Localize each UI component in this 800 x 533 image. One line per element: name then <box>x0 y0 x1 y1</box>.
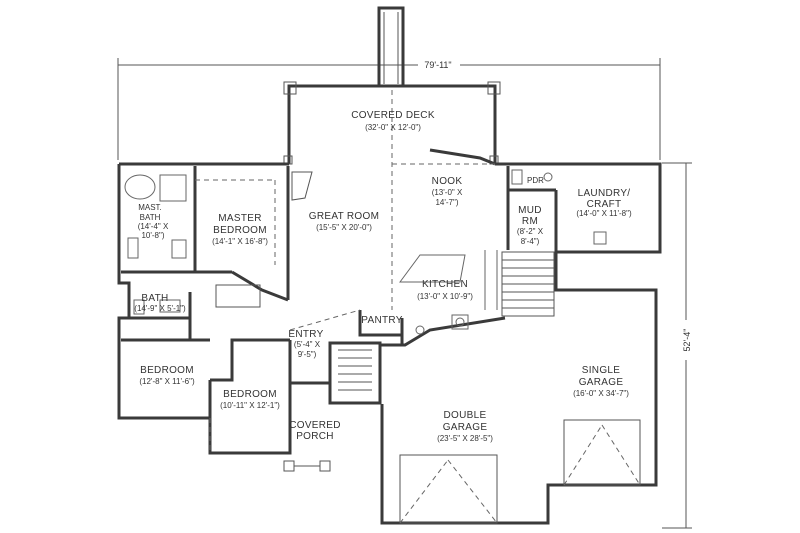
chimney <box>377 6 405 88</box>
entry-stairs <box>338 349 372 391</box>
interior-walls <box>121 148 558 418</box>
room-single-garage: SINGLE GARAGE (16'-0" X 34'-7") <box>573 365 629 398</box>
room-bedroom-1: BEDROOM (12'-8" X 11'-6") <box>139 365 195 386</box>
single-garage-name-2: GARAGE <box>579 377 624 388</box>
master-bedroom-size: (14'-1" X 16'-8") <box>212 237 268 246</box>
room-covered-porch: COVERED PORCH <box>289 420 341 442</box>
room-nook: NOOK (13'-0" X 14'-7") <box>432 176 463 207</box>
pdr-name: PDR <box>527 176 544 185</box>
garage-doors <box>399 419 641 524</box>
porch-posts <box>283 460 331 472</box>
room-laundry: LAUNDRY/ CRAFT (14'-0" X 11'-8") <box>576 188 632 218</box>
laundry-name-1: LAUNDRY/ <box>578 188 631 199</box>
kitchen-fixtures <box>399 250 498 335</box>
single-garage-size: (16'-0" X 34'-7") <box>573 389 629 398</box>
room-mast-bath: MAST. BATH (14'-4" X 10'-8") <box>138 203 169 240</box>
pantry-name: PANTRY <box>361 315 402 326</box>
room-pdr: PDR <box>527 176 544 185</box>
mud-rm-name-2: RM <box>522 216 538 227</box>
bath-name: BATH <box>141 293 168 304</box>
single-garage-name-1: SINGLE <box>582 365 621 376</box>
kitchen-size-1: (13'-0" X 10'-9") <box>417 292 473 301</box>
nook-size-2: 14'-7") <box>435 198 458 207</box>
double-garage-name-1: DOUBLE <box>444 410 487 421</box>
dashed-lines <box>195 90 495 453</box>
room-entry: ENTRY (5'-4" X 9'-5") <box>288 329 323 359</box>
bedroom-2-name: BEDROOM <box>223 389 277 400</box>
double-garage-size: (23'-5" X 28'-5") <box>437 434 493 443</box>
bedroom-2-size: (10'-11" X 12'-1") <box>220 401 280 410</box>
width-dimension-label: 79'-11" <box>424 60 451 70</box>
bedroom-1-size: (12'-8" X 11'-6") <box>139 377 195 386</box>
room-covered-deck: COVERED DECK (32'-0" X 12'-0") <box>351 110 435 132</box>
room-mud-rm: MUD RM (8'-2" X 8'-4") <box>517 205 544 246</box>
nook-name: NOOK <box>432 176 463 187</box>
bath-fixtures <box>124 169 607 315</box>
depth-dimension: 52'-4" <box>662 162 692 529</box>
double-garage-name-2: GARAGE <box>443 422 488 433</box>
fireplace <box>291 171 313 201</box>
mast-bath-name-1: MAST. <box>138 203 162 212</box>
mud-rm-name-1: MUD <box>518 205 542 216</box>
master-bedroom-name-1: MASTER <box>218 213 261 224</box>
room-bedroom-2: BEDROOM (10'-11" X 12'-1") <box>220 389 280 410</box>
nook-size-1: (13'-0" X <box>432 188 463 197</box>
mast-bath-size-2: 10'-8") <box>141 231 164 240</box>
mast-bath-size-1: (14'-4" X <box>138 222 169 231</box>
entry-name: ENTRY <box>288 329 323 340</box>
covered-deck-name: COVERED DECK <box>351 110 435 121</box>
room-bath: BATH (14'-9" X 5'-1") <box>134 293 186 313</box>
kitchen-name: KITCHEN <box>422 279 468 290</box>
stairs <box>501 251 555 317</box>
depth-dimension-label: 52'-4" <box>682 329 692 352</box>
mud-rm-size-2: 8'-4") <box>521 237 540 246</box>
covered-deck-size: (32'-0" X 12'-0") <box>365 123 421 132</box>
great-room-size: (15'-5" X 20'-0") <box>316 223 372 232</box>
entry-size-1: (5'-4" X <box>294 340 321 349</box>
covered-porch-name-1: COVERED <box>289 420 341 431</box>
room-master-bedroom: MASTER BEDROOM (14'-1" X 16'-8") <box>212 213 268 246</box>
mud-rm-size-1: (8'-2" X <box>517 227 544 236</box>
great-room-name: GREAT ROOM <box>309 211 379 222</box>
room-double-garage: DOUBLE GARAGE (23'-5" X 28'-5") <box>437 410 493 443</box>
room-great-room: GREAT ROOM (15'-5" X 20'-0") <box>309 211 379 232</box>
bath-size: (14'-9" X 5'-1") <box>134 304 186 313</box>
entry-size-2: 9'-5") <box>298 350 317 359</box>
laundry-name-2: CRAFT <box>587 199 622 210</box>
room-pantry: PANTRY <box>361 315 402 326</box>
bedroom-1-name: BEDROOM <box>140 365 194 376</box>
room-kitchen: KITCHEN (13'-0" X 10'-9") <box>417 279 473 301</box>
laundry-size: (14'-0" X 11'-8") <box>576 209 632 218</box>
master-bedroom-name-2: BEDROOM <box>213 225 267 236</box>
width-dimension: 79'-11" <box>117 58 661 160</box>
covered-porch-name-2: PORCH <box>296 431 334 442</box>
mast-bath-name-2: BATH <box>140 213 161 222</box>
